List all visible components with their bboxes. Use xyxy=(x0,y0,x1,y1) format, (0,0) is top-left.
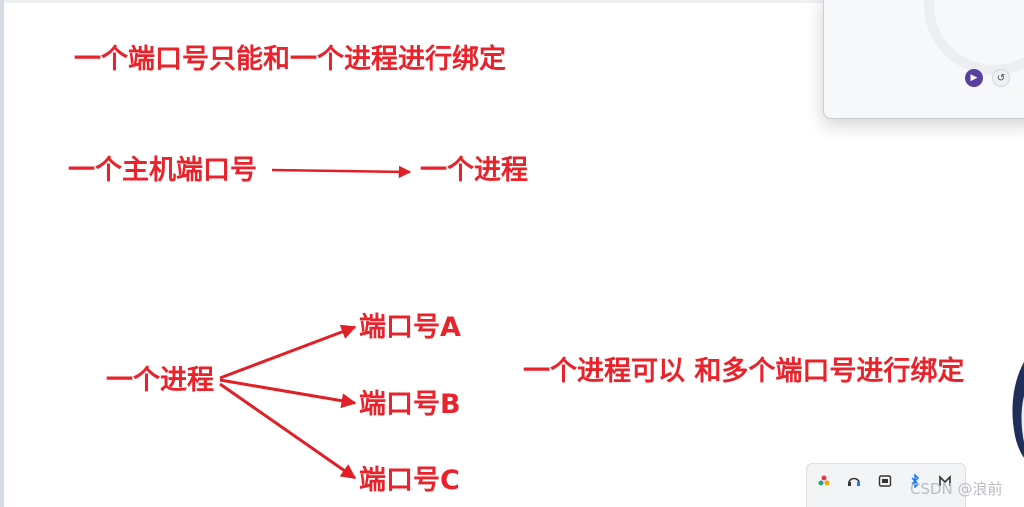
replay-icon[interactable]: ↺ xyxy=(992,69,1010,87)
arrow-host-port-to-process xyxy=(272,170,410,172)
note-host-port: 一个主机端口号 xyxy=(68,157,257,184)
csdn-watermark: CSDN @浪前 xyxy=(910,478,1003,499)
port-c-label: 端口号C xyxy=(359,467,460,494)
color-wheel-icon[interactable] xyxy=(817,474,831,488)
play-icon[interactable]: ▶ xyxy=(965,69,983,87)
note-port-binds-one-process: 一个端口号只能和一个进程进行绑定 xyxy=(74,46,506,73)
port-a-label: 端口号A xyxy=(359,314,461,341)
headset-icon[interactable] xyxy=(847,474,861,488)
port-b-label: 端口号B xyxy=(359,391,461,418)
arrow-process-to-port-a xyxy=(220,327,355,378)
arrow-process-to-port-b xyxy=(220,380,355,403)
arrow-process-to-port-c xyxy=(220,384,355,478)
media-player-panel: ▶ ↺ xyxy=(823,0,1024,119)
note-process-node: 一个进程 xyxy=(106,367,214,394)
left-border xyxy=(0,0,4,507)
mascot-avatar xyxy=(1006,360,1024,465)
note-one-process: 一个进程 xyxy=(420,157,528,184)
window-icon[interactable] xyxy=(878,474,892,488)
media-disc-icon xyxy=(924,0,1024,75)
note-process-binds-many-ports: 一个进程可以 和多个端口号进行绑定 xyxy=(523,358,964,385)
